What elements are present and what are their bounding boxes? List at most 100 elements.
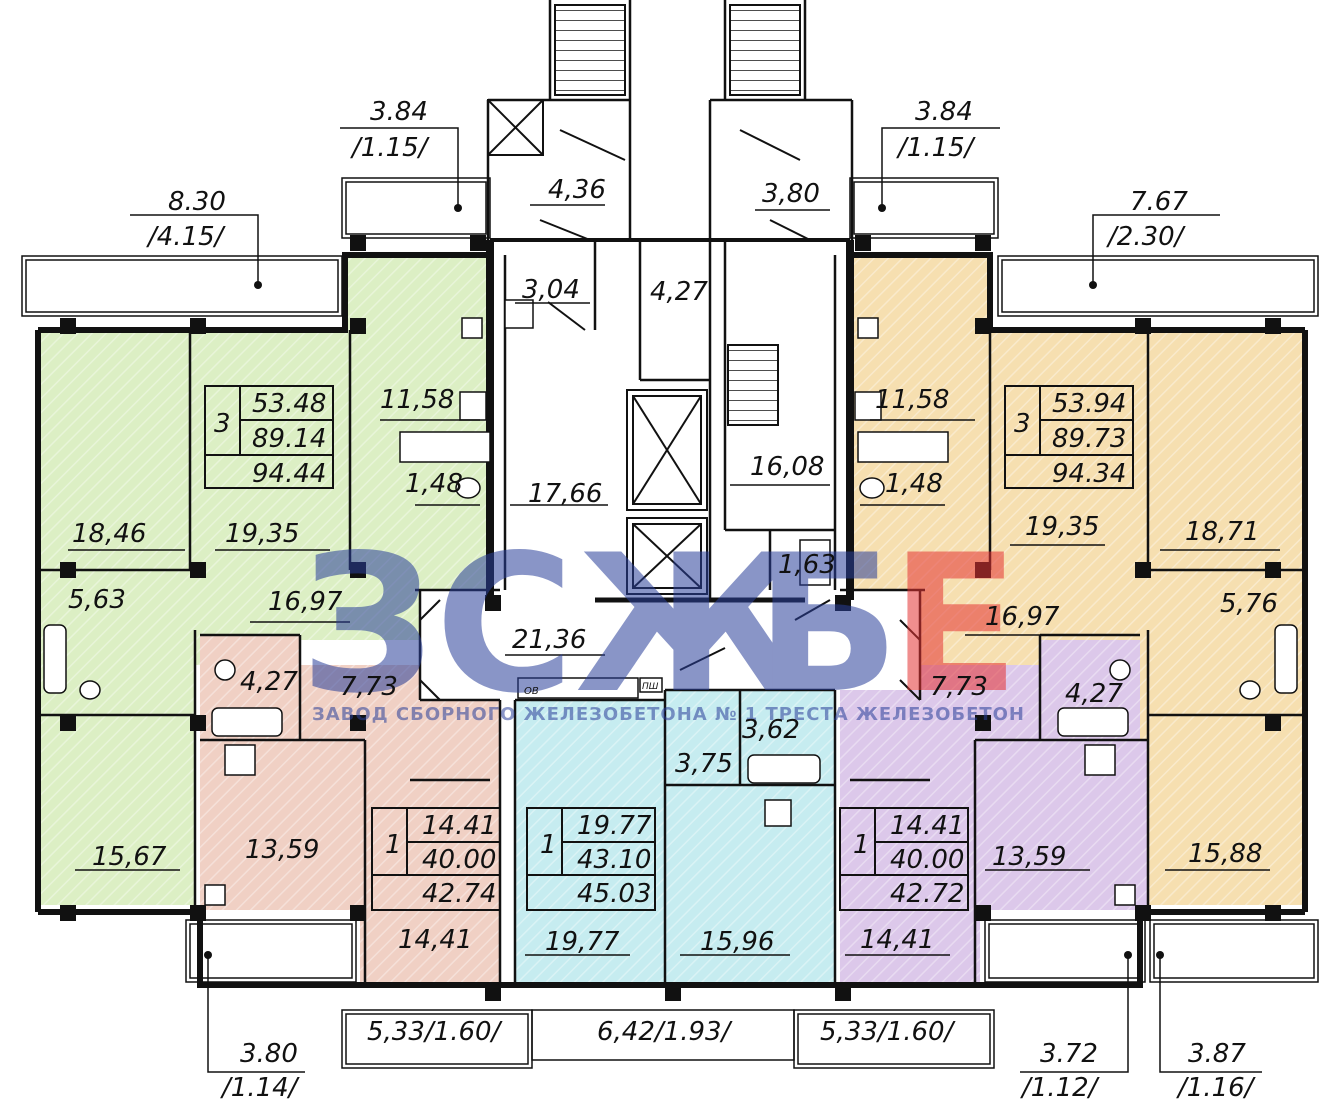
apartment-total-balc: 94.34 (1052, 459, 1126, 489)
sink-icon (764, 799, 792, 827)
column-icon (835, 985, 851, 1001)
toilet-icon (859, 477, 885, 499)
balcony-area: 8.30 (168, 187, 226, 217)
apartment-box (204, 385, 334, 489)
column-icon (975, 562, 991, 578)
elevators (487, 99, 708, 595)
apartment-rooms: 1 (853, 830, 870, 860)
room-area: 3,80 (762, 179, 820, 209)
apartment-total: 40.00 (890, 845, 964, 875)
room-area: 15,67 (92, 842, 167, 872)
stairs-icon (727, 344, 779, 426)
apartment-boxes (204, 385, 1134, 911)
room-area: 4,27 (240, 667, 298, 697)
column-icon (975, 235, 991, 251)
balcony-area: 3.84 (370, 97, 428, 127)
toilet-icon (214, 659, 236, 681)
room-area: 16,08 (750, 452, 824, 482)
apartment-total: 89.73 (1052, 424, 1126, 454)
balcony-area: 7.67 (1130, 187, 1188, 217)
column-icon (855, 235, 871, 251)
room-area: 14,41 (398, 925, 472, 955)
column-icon (190, 905, 206, 921)
room-area: 11,58 (380, 385, 454, 415)
watermark-letter: З (300, 514, 435, 735)
column-icon (665, 985, 681, 1001)
balcony-area-reduced: /1.14/ (220, 1073, 301, 1102)
shaft-label: ПШ (642, 682, 659, 692)
apartment-total-balc: 42.74 (422, 879, 496, 909)
room-area: 19,35 (1025, 512, 1099, 542)
apartment-living: 14.41 (422, 811, 496, 841)
loggia-area: 6,42/1.93/ (597, 1017, 734, 1047)
column-icon (60, 715, 76, 731)
bathtub-icon (747, 754, 821, 784)
loggia-labels: 5,33/1.60/ 6,42/1.93/ 5,33/1.60/ (367, 1017, 957, 1047)
room-area: 16,97 (268, 587, 343, 617)
room-area: 15,96 (700, 927, 774, 957)
columns (60, 235, 1281, 1001)
room-area: 3,04 (522, 275, 580, 305)
vent-label: ОВ (524, 686, 539, 697)
apartment-total-balc: 42.72 (890, 879, 964, 909)
balcony-area-reduced: /1.16/ (1176, 1073, 1257, 1102)
stove-icon (204, 884, 226, 906)
apartment-box (526, 807, 656, 911)
sink-icon (459, 391, 487, 421)
room-area: 18,71 (1185, 517, 1259, 547)
column-icon (1135, 318, 1151, 334)
watermark: З С Ж Б Е ЗАВОД СБОРНОГО ЖЕЛЕЗОБЕТОНА № … (300, 514, 1024, 735)
toilet-icon (1109, 659, 1131, 681)
watermark-letter: Е (890, 514, 1020, 735)
apartment-rooms: 1 (385, 830, 402, 860)
column-icon (350, 905, 366, 921)
room-area: 14,41 (860, 925, 934, 955)
balcony-area-reduced: /1.12/ (1020, 1073, 1101, 1102)
balcony-area: 3.84 (915, 97, 973, 127)
column-icon (1135, 562, 1151, 578)
apartment-box-text: 3 53.48 89.14 94.44 3 53.94 89.73 94.34 … (214, 389, 1126, 909)
room-area: 17,66 (528, 479, 602, 509)
room-area: 16,97 (985, 602, 1060, 632)
column-icon (190, 715, 206, 731)
column-icon (1265, 318, 1281, 334)
toilet-icon (1239, 680, 1261, 700)
column-icon (975, 318, 991, 334)
column-icon (350, 562, 366, 578)
toilet-icon (455, 477, 481, 499)
balcony-area: 3.72 (1040, 1039, 1098, 1069)
loggia-area: 5,33/1.60/ (367, 1017, 504, 1047)
column-icon (1265, 905, 1281, 921)
room-area: 13,59 (245, 835, 319, 865)
stove-icon (857, 317, 879, 339)
watermark-letter: С (435, 514, 574, 735)
leader-lines (130, 127, 1262, 1073)
balcony-area-reduced: /4.15/ (146, 222, 227, 252)
column-icon (60, 562, 76, 578)
column-icon (1265, 562, 1281, 578)
room-area: 13,59 (992, 842, 1066, 872)
room-area: 19,77 (545, 927, 620, 957)
room-area: 5,63 (68, 585, 126, 615)
toilet-icon (79, 680, 101, 700)
room-area: 4,36 (548, 175, 606, 205)
sink-icon (854, 391, 882, 421)
balcony-area: 3.87 (1188, 1039, 1246, 1069)
column-icon (350, 715, 366, 731)
watermark-letter: Ж (575, 514, 808, 735)
bathtub-icon (211, 707, 283, 737)
apartment-total-balc: 94.44 (252, 459, 326, 489)
room-area: 1,48 (405, 469, 463, 499)
room-area: 15,88 (1188, 839, 1262, 869)
bathtub-icon (43, 624, 67, 694)
room-area: 21,36 (512, 625, 586, 655)
apartment-rooms: 1 (540, 830, 557, 860)
column-icon (190, 562, 206, 578)
apartment-total: 89.14 (252, 424, 326, 454)
apartment-living: 19.77 (577, 811, 652, 841)
apartment-total: 43.10 (577, 845, 651, 875)
apartment-box (839, 807, 969, 911)
stove-icon (461, 317, 483, 339)
room-area: 5,76 (1220, 589, 1278, 619)
apartment-box (371, 807, 501, 911)
